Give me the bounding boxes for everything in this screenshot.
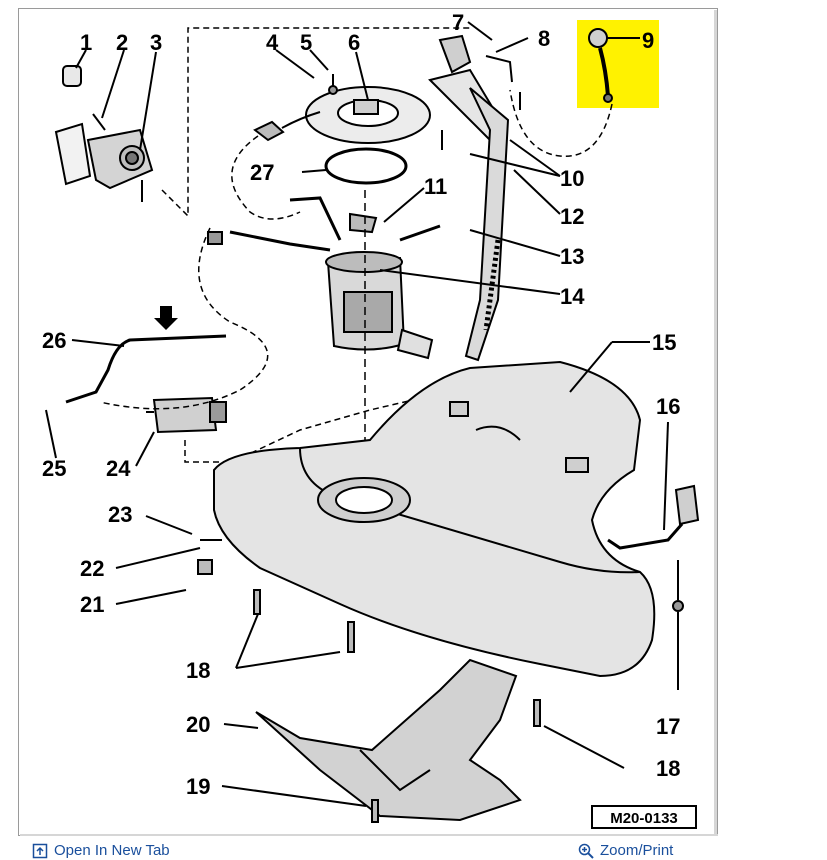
callout-23: 23	[108, 502, 132, 527]
callout-6: 6	[348, 30, 360, 55]
zoom-print-link[interactable]: Zoom/Print	[578, 842, 673, 859]
open-in-new-tab-link[interactable]: Open In New Tab	[32, 842, 170, 859]
filler-neck	[428, 34, 521, 362]
callout-5: 5	[300, 30, 312, 55]
fuel-tank	[213, 360, 656, 678]
leader-lines	[45, 21, 679, 807]
callout-2: 2	[116, 30, 128, 55]
fuel-filter	[146, 396, 227, 434]
callout-4: 4	[266, 30, 279, 55]
part-16-sensor	[607, 484, 700, 612]
open-in-new-tab-icon	[32, 843, 48, 858]
callout-25: 25	[42, 456, 66, 481]
callout-9: 9	[642, 28, 654, 53]
callout-16: 16	[656, 394, 680, 419]
image-footer: Open In New Tab Zoom/Print	[0, 838, 827, 860]
callout-7: 7	[452, 10, 464, 35]
callout-21: 21	[80, 592, 104, 617]
tank-flange	[253, 74, 431, 185]
callout-15: 15	[652, 330, 676, 355]
figure-code-box	[591, 805, 697, 829]
callout-26: 26	[42, 328, 66, 353]
callout-14: 14	[560, 284, 585, 309]
callout-1: 1	[80, 30, 92, 55]
fuel-system-diagram: 1 2 3 4 5 6 7 8 9 10 11 12 13 14 15 16 1…	[42, 10, 700, 829]
heat-shield	[255, 658, 522, 822]
frame-bottom-shadow	[20, 834, 718, 836]
bolts	[197, 539, 541, 823]
callout-27: 27	[250, 160, 274, 185]
callout-17: 17	[656, 714, 680, 739]
frame-shadow	[714, 10, 717, 836]
zoom-print-label: Zoom/Print	[600, 842, 674, 859]
callout-18-left: 18	[186, 658, 210, 683]
figure-code: M20-0133	[610, 810, 678, 827]
fuel-pump	[207, 196, 441, 360]
callout-19: 19	[186, 774, 210, 799]
callout-3: 3	[150, 30, 162, 55]
callout-22: 22	[80, 556, 104, 581]
callout-11: 11	[424, 174, 447, 199]
callout-8: 8	[538, 26, 550, 51]
filler-assembly	[54, 65, 154, 202]
callout-18-right: 18	[656, 756, 680, 781]
callout-10: 10	[560, 166, 584, 191]
open-in-new-tab-label: Open In New Tab	[54, 842, 170, 859]
callout-20: 20	[186, 712, 210, 737]
callout-12: 12	[560, 204, 584, 229]
callout-24: 24	[106, 456, 131, 481]
callout-13: 13	[560, 244, 584, 269]
zoom-icon	[578, 843, 594, 859]
